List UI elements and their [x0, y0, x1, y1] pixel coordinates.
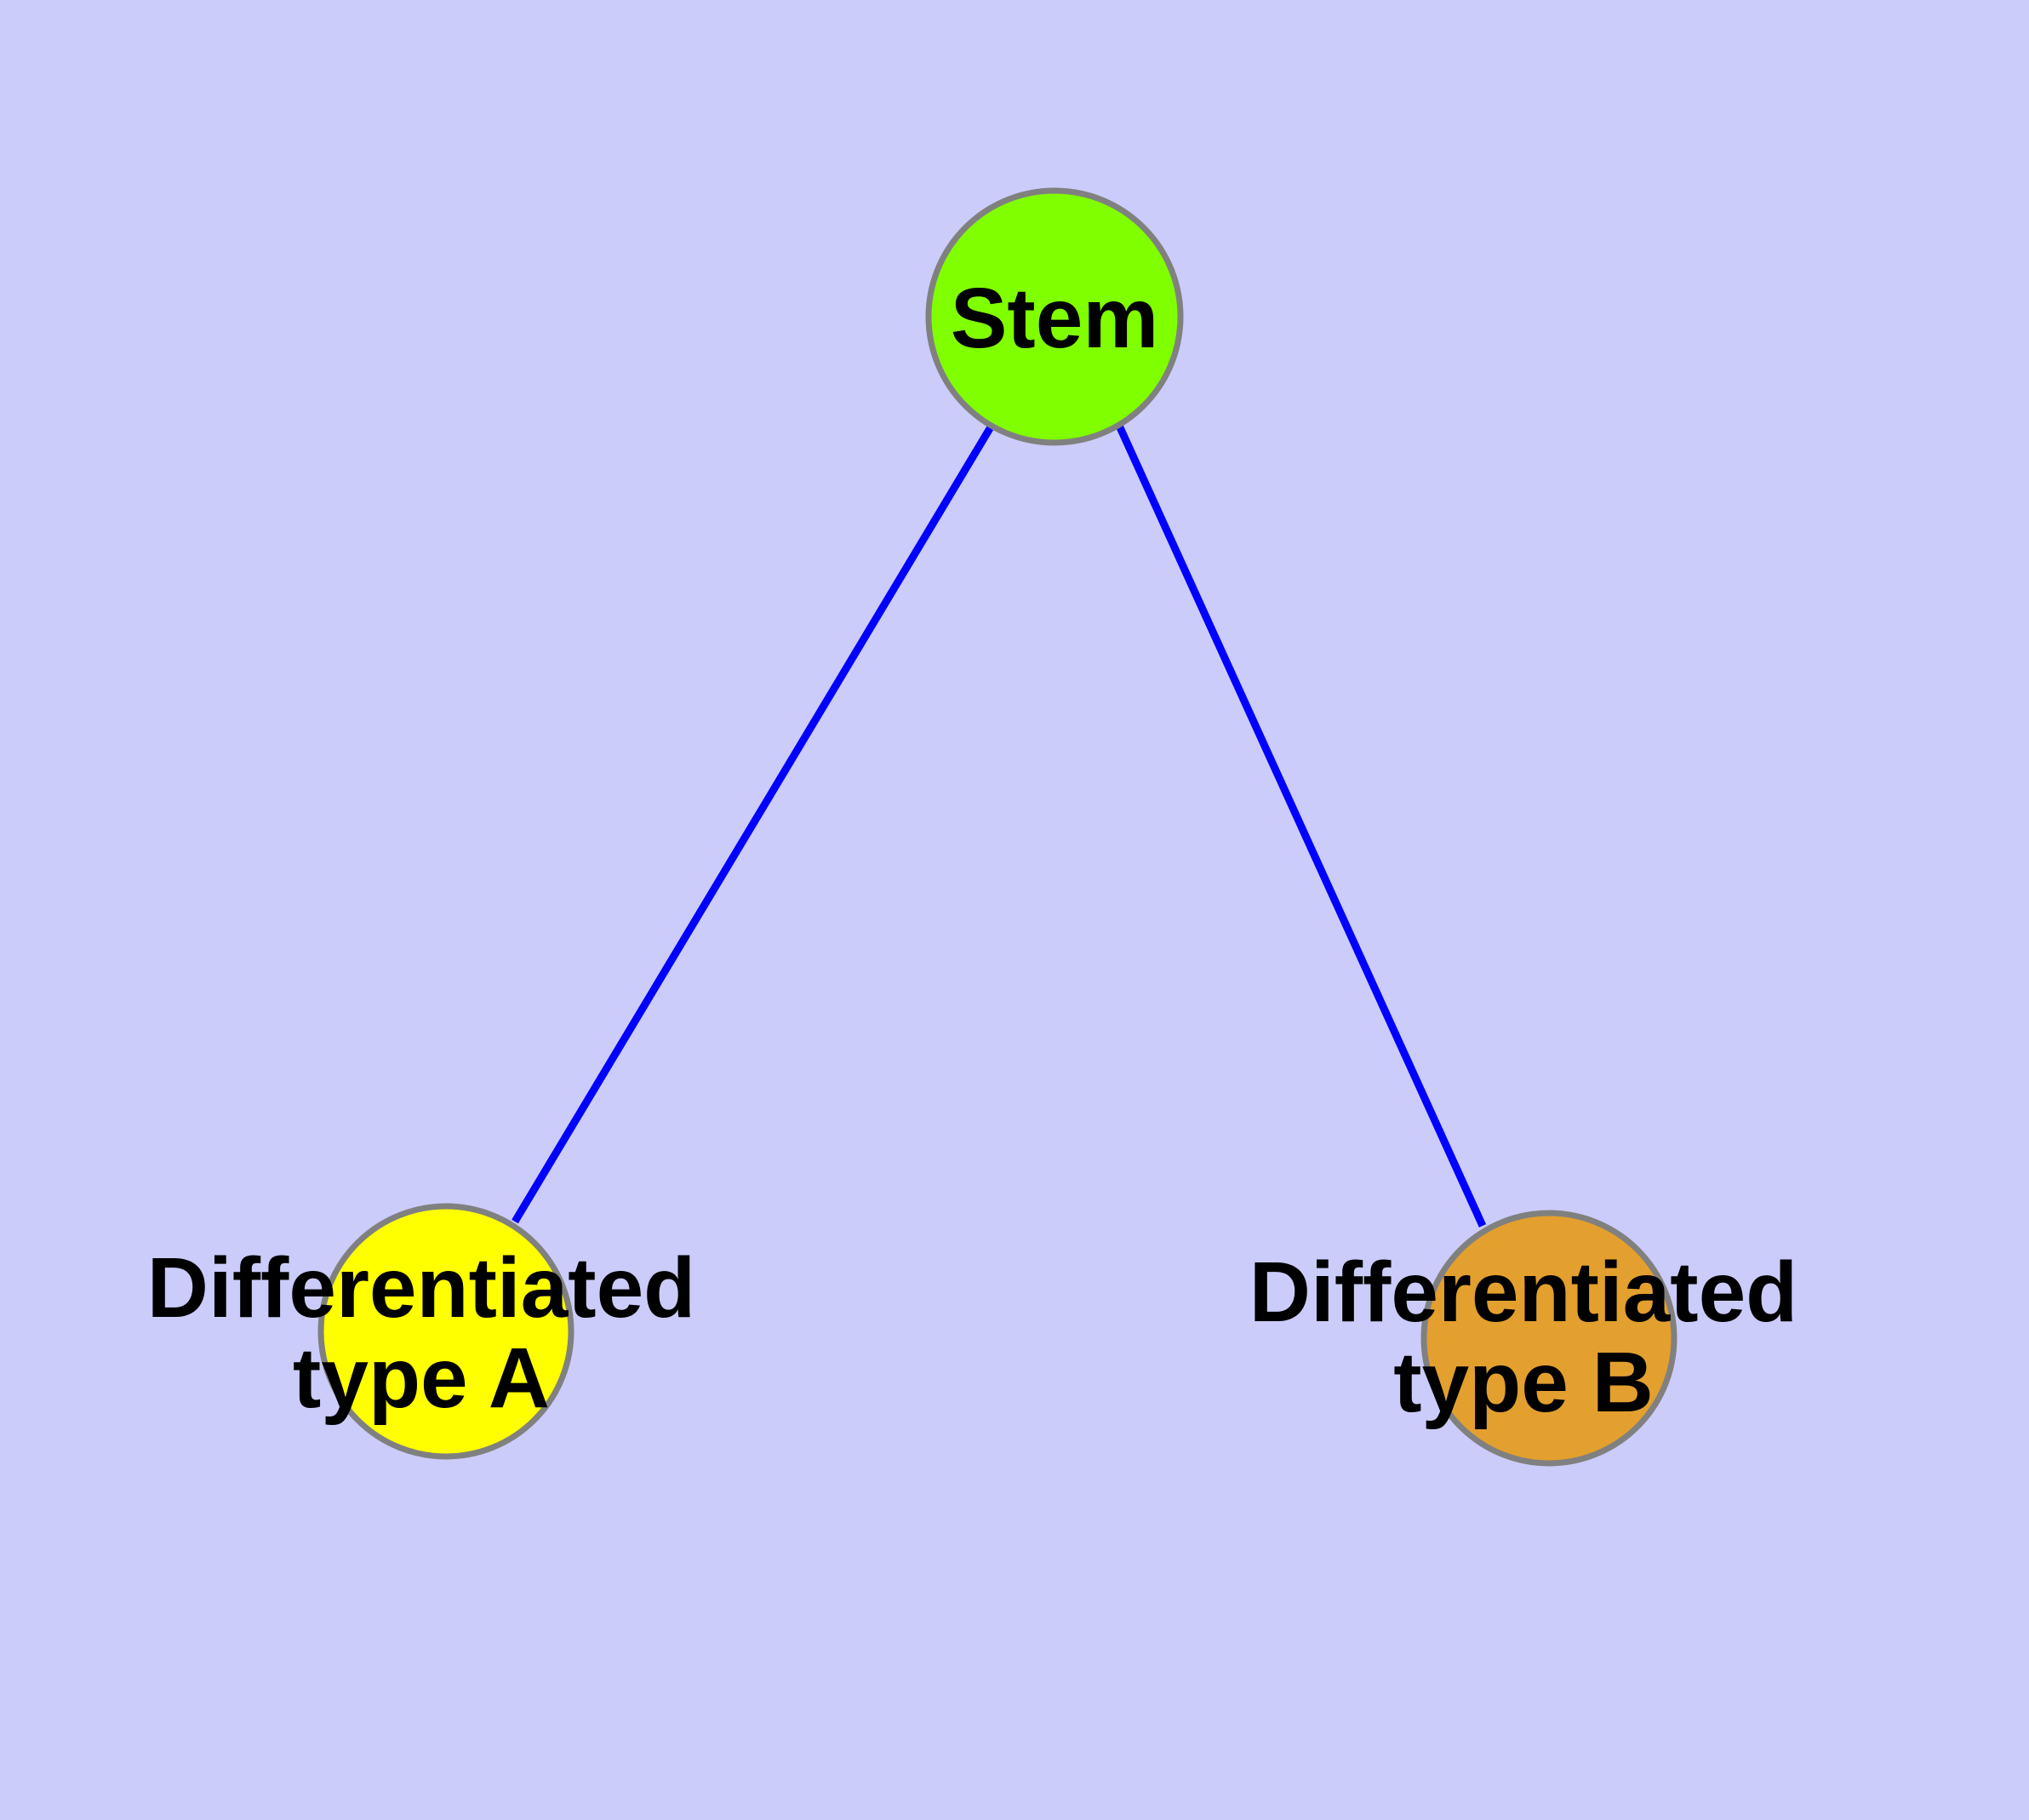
node-label-line: Differentiated: [147, 1240, 696, 1336]
node-label-line: type B: [1393, 1335, 1654, 1430]
node-diff-b[interactable]: [1420, 1210, 1677, 1467]
edges-layer: [512, 423, 1487, 1228]
node-label-line: type A: [293, 1331, 550, 1426]
node-diff-a[interactable]: [317, 1203, 574, 1460]
node-label-line: Differentiated: [1249, 1245, 1798, 1340]
node-stem[interactable]: [925, 187, 1184, 446]
edge-stem-to-diff-a[interactable]: [512, 423, 995, 1224]
edge-stem-to-diff-b[interactable]: [1115, 424, 1487, 1228]
node-label-stem: Stem: [951, 271, 1159, 366]
node-label-line: Stem: [951, 271, 1159, 366]
nodes-layer: [317, 187, 1677, 1467]
